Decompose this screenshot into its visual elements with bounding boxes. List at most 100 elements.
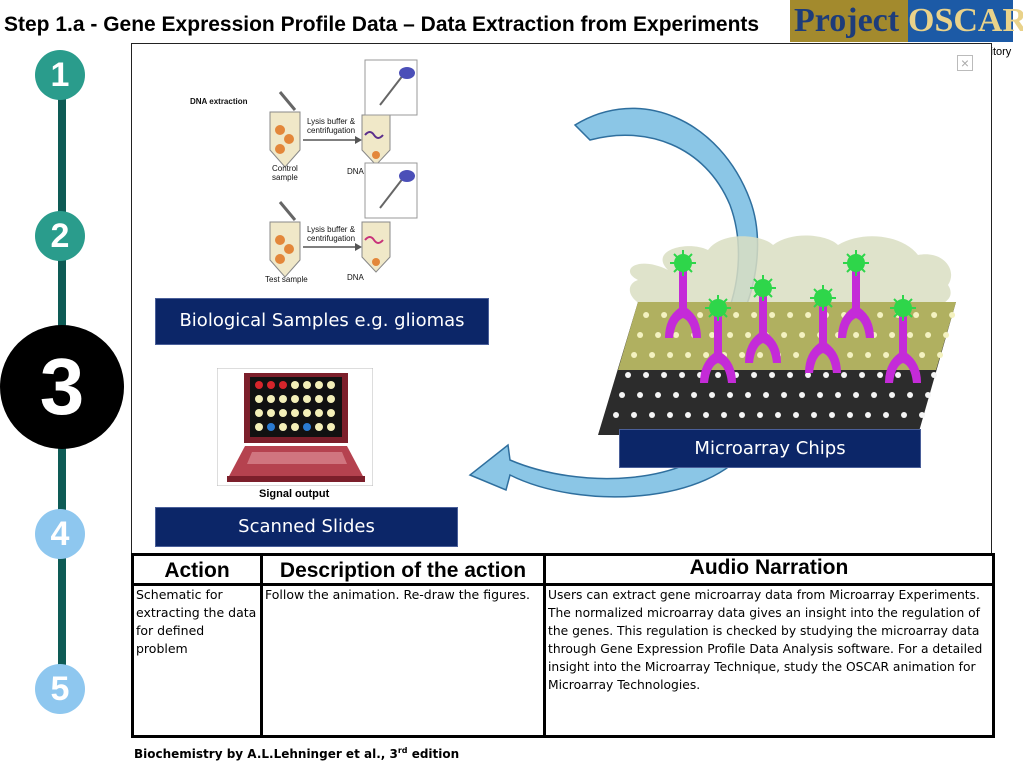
chip-spot (925, 392, 932, 398)
chip-spot (739, 352, 746, 358)
spot (327, 381, 335, 389)
chip-spot (793, 412, 800, 418)
spot (255, 409, 263, 417)
chip-spot (631, 352, 638, 358)
test-sample-label: Test sample (265, 275, 308, 284)
chip-spot (703, 412, 710, 418)
chip-spot (721, 412, 728, 418)
chip-spot (889, 332, 896, 338)
chip-spot (931, 372, 938, 378)
chip-spot (859, 372, 866, 378)
chip-spot (643, 372, 650, 378)
citation-text: Biochemistry by A.L.Lehninger et al., 3 (134, 747, 398, 761)
chip-spot (769, 372, 776, 378)
citation-sup: rd (397, 746, 408, 755)
spot (279, 409, 287, 417)
probe (700, 295, 736, 383)
spot (303, 395, 311, 403)
step-2-button[interactable]: 2 (35, 211, 85, 261)
spot (267, 423, 275, 431)
biological-samples-label: Biological Samples e.g. gliomas (155, 298, 489, 345)
spot (291, 395, 299, 403)
chip-spot (715, 372, 722, 378)
chip-spot (775, 412, 782, 418)
step-4-button[interactable]: 4 (35, 509, 85, 559)
spot (279, 381, 287, 389)
chip-spot (709, 332, 716, 338)
chip-spot (835, 392, 842, 398)
chip-spot (919, 352, 926, 358)
chip-spot (691, 392, 698, 398)
chip-spot (877, 312, 884, 318)
signal-output-label: Signal output (259, 488, 330, 500)
chip-spot (883, 412, 890, 418)
chip-spot (667, 352, 674, 358)
logo-word-project: Project (790, 0, 908, 42)
chip-spot (865, 412, 872, 418)
microarray-chip-figure (598, 235, 956, 435)
step-5-button[interactable]: 5 (35, 664, 85, 714)
chip-spot (757, 412, 764, 418)
chip-spot (655, 332, 662, 338)
chip-spot (655, 392, 662, 398)
chip-spot (685, 352, 692, 358)
test-sample-tube (269, 201, 301, 278)
dna-label-2: DNA (347, 273, 364, 282)
action-table: Action Description of the action Audio N… (131, 553, 995, 738)
chip-spot (817, 392, 824, 398)
chip-spot (745, 332, 752, 338)
chip-spot (925, 332, 932, 338)
lysis-label-1: Lysis buffer & centrifugation (307, 117, 356, 135)
dna-extraction-figure (269, 59, 418, 278)
dna-label-1: DNA (347, 167, 364, 176)
description-header: Description of the action (260, 553, 546, 586)
chip-spot (805, 372, 812, 378)
chip-spot (637, 332, 644, 338)
chip-spot (631, 412, 638, 418)
table-row: Schematic for extracting the data for de… (131, 583, 995, 738)
chip-spot (919, 412, 926, 418)
step-1-button[interactable]: 1 (35, 50, 85, 100)
spot (291, 423, 299, 431)
spot (303, 381, 311, 389)
chip-spot (847, 352, 854, 358)
dna-extraction-heading: DNA extraction (190, 97, 248, 106)
chip-spot (895, 372, 902, 378)
spot (255, 381, 263, 389)
chip-spot (931, 312, 938, 318)
citation: Biochemistry by A.L.Lehninger et al., 3r… (134, 746, 459, 761)
chip-spot (781, 332, 788, 338)
chip-spot (871, 392, 878, 398)
chip-spot (619, 392, 626, 398)
spot (267, 395, 275, 403)
chip-spot (865, 352, 872, 358)
chip-spot (823, 372, 830, 378)
action-cell: Schematic for extracting the data for de… (131, 583, 263, 738)
chip-spot (829, 412, 836, 418)
spot-grid (255, 381, 335, 431)
description-cell: Follow the animation. Re-draw the figure… (260, 583, 546, 738)
spot (279, 423, 287, 431)
chip-spot (769, 312, 776, 318)
chip-spot (883, 352, 890, 358)
chip-spot (907, 332, 914, 338)
close-icon[interactable]: × (957, 55, 973, 71)
step-3-button[interactable]: 3 (0, 325, 124, 449)
scanned-slides-label: Scanned Slides (155, 507, 458, 547)
chip-spot (661, 372, 668, 378)
spot (303, 409, 311, 417)
probe (745, 275, 781, 363)
lysis-label-2: Lysis buffer & centrifugation (307, 225, 356, 243)
control-sample-label: Control sample (272, 164, 298, 182)
chip-spot (745, 392, 752, 398)
spot (327, 409, 335, 417)
action-header: Action (131, 553, 263, 586)
chip-spot (907, 392, 914, 398)
dna-tube-upper (361, 114, 391, 166)
chip-spot (853, 332, 860, 338)
chip-spot (661, 312, 668, 318)
chip-spot (937, 352, 944, 358)
chip-spot (637, 392, 644, 398)
chip-spot (685, 412, 692, 418)
chip-spot (649, 412, 656, 418)
